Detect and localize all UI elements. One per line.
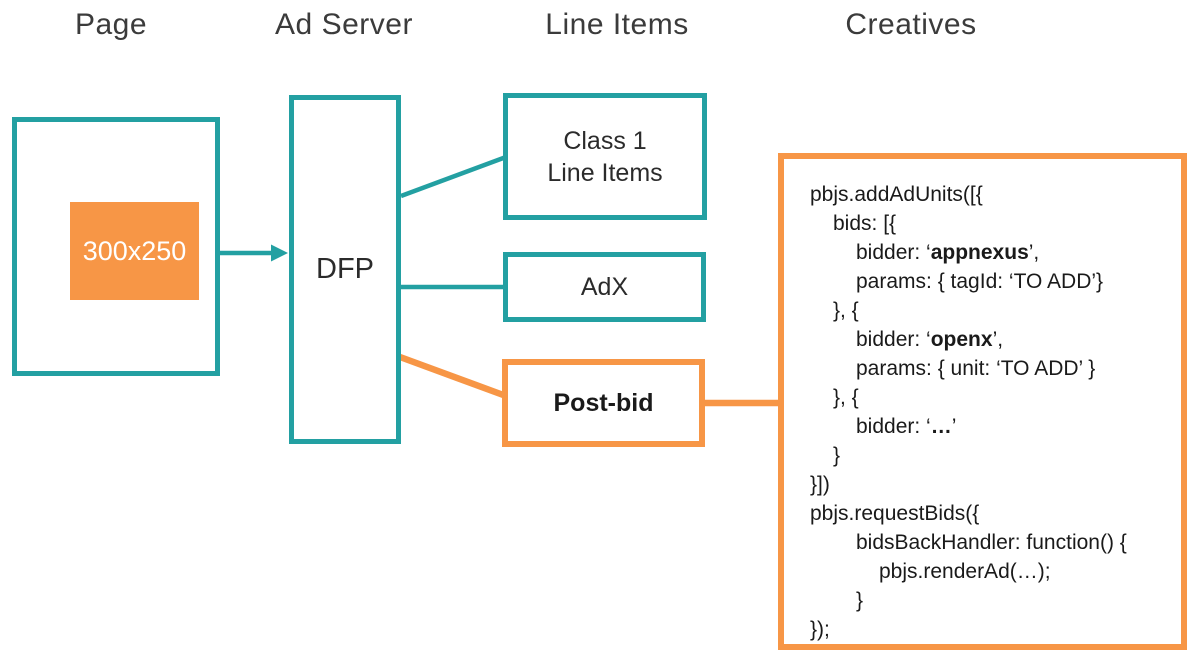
code-line: } [856,589,864,612]
postbid-box: Post-bid [502,359,705,447]
creatives-code: pbjs.addAdUnits([{ bids: [{ bidder: ‘appne… [810,180,1173,644]
code-line: } [833,444,841,467]
column-header-page: Page [74,8,148,41]
code-line: bids: [{ [833,212,897,235]
class1-line-items-box: Class 1 Line Items [503,93,707,220]
class1-label-line1: Class 1 [563,126,647,155]
dfp-box: DFP [289,95,401,444]
code-line: }, { [833,386,859,409]
ad-slot-label: 300x250 [82,235,187,266]
dfp-label: DFP [316,253,374,285]
code-line: bidder: ‘…’ [856,415,957,438]
code-line: }); [810,618,830,641]
code-line: params: { tagId: ‘TO ADD’} [856,270,1104,293]
code-line: params: { unit: ‘TO ADD’ } [856,357,1096,380]
arrowhead-adslot-to-dfp [271,244,288,262]
code-line: bidder: ‘openx’, [856,328,1004,351]
postbid-label: Post-bid [553,388,654,417]
class1-label-line2: Line Items [547,158,663,187]
code-line: bidsBackHandler: function() { [856,531,1127,554]
column-header-creatives: Creatives [845,8,977,41]
column-header-line-items: Line Items [545,8,689,41]
code-line: pbjs.requestBids({ [810,502,980,525]
code-line: pbjs.addAdUnits([{ [810,183,983,206]
connector-dfp-to-class1 [400,154,507,199]
code-line: }, { [833,299,859,322]
creatives-code-box: pbjs.addAdUnits([{ bids: [{ bidder: ‘appne… [778,153,1187,650]
column-header-ad-server: Ad Server [275,8,413,41]
adx-label: AdX [580,272,629,301]
connector-dfp-to-postbid [398,353,508,400]
code-line: bidder: ‘appnexus’, [856,241,1040,264]
adx-box: AdX [503,252,706,322]
code-line: pbjs.renderAd(…); [879,560,1051,583]
code-line: }]) [810,473,830,496]
ad-slot-box: 300x250 [70,202,199,300]
